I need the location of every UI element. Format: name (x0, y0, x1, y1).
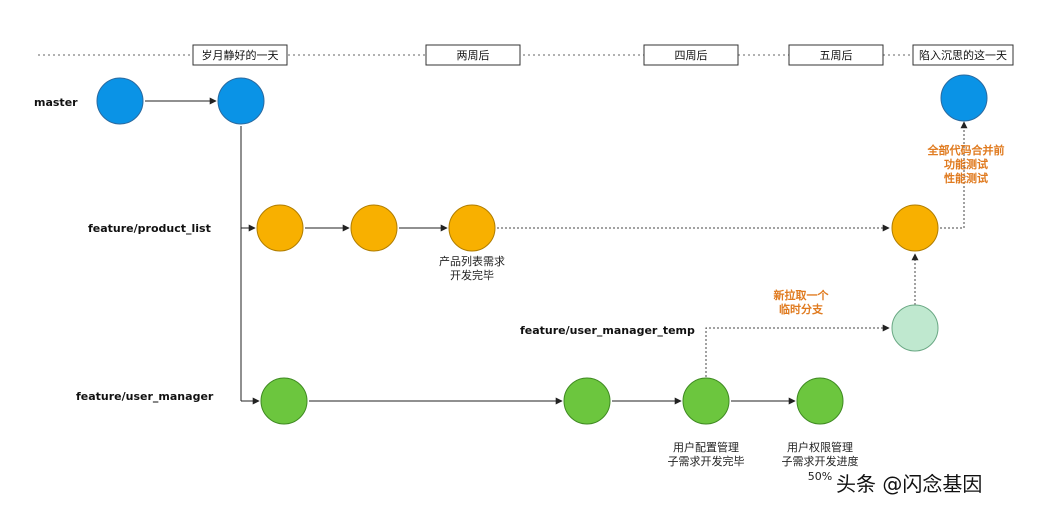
svg-text:新拉取一个: 新拉取一个 (774, 288, 830, 302)
note-permission-progress: 用户权限管理 子需求开发进度 50% (782, 440, 859, 483)
node-product-3 (448, 204, 496, 252)
node-temp (891, 304, 939, 352)
note-product-done: 产品列表需求 开发完毕 (439, 254, 505, 282)
edge-user-3-to-temp (705, 324, 890, 377)
svg-text:功能测试: 功能测试 (944, 157, 988, 171)
timeline-label-5: 陷入沉思的这一天 (912, 44, 1014, 66)
svg-text:两周后: 两周后 (457, 49, 490, 62)
svg-text:子需求开发进度: 子需求开发进度 (782, 454, 859, 468)
timeline-label-4: 五周后 (788, 44, 884, 66)
timeline-label-3: 四周后 (643, 44, 739, 66)
node-master-merged (940, 74, 988, 122)
svg-text:50%: 50% (808, 470, 832, 483)
timeline-label-2: 两周后 (425, 44, 521, 66)
branch-label-master: master (34, 96, 78, 109)
svg-text:岁月静好的一天: 岁月静好的一天 (202, 48, 279, 62)
svg-text:全部代码合并前: 全部代码合并前 (927, 143, 1005, 157)
note-merge-test: 全部代码合并前 功能测试 性能测试 (927, 143, 1005, 185)
timeline-label-1: 岁月静好的一天 (192, 44, 288, 66)
svg-text:子需求开发完毕: 子需求开发完毕 (668, 454, 745, 468)
svg-text:开发完毕: 开发完毕 (450, 268, 494, 282)
svg-text:临时分支: 临时分支 (779, 302, 824, 316)
node-product-1 (256, 204, 304, 252)
node-product-2 (350, 204, 398, 252)
node-user-2 (563, 377, 611, 425)
node-master-1 (96, 77, 144, 125)
node-master-2 (217, 77, 265, 125)
svg-text:四周后: 四周后 (675, 49, 708, 62)
note-config-done: 用户配置管理 子需求开发完毕 (668, 440, 745, 468)
svg-text:产品列表需求: 产品列表需求 (439, 254, 505, 268)
svg-text:陷入沉思的这一天: 陷入沉思的这一天 (919, 48, 1007, 62)
note-temp-branch: 新拉取一个 临时分支 (774, 288, 830, 316)
node-user-1 (260, 377, 308, 425)
node-user-4 (796, 377, 844, 425)
svg-text:性能测试: 性能测试 (944, 171, 988, 185)
svg-text:五周后: 五周后 (820, 49, 853, 62)
svg-text:用户权限管理: 用户权限管理 (787, 440, 853, 454)
node-product-merge (891, 204, 939, 252)
branch-label-user-manager: feature/user_manager (76, 390, 214, 403)
svg-text:用户配置管理: 用户配置管理 (673, 440, 739, 454)
branch-label-user-manager-temp: feature/user_manager_temp (520, 324, 695, 337)
node-user-3 (682, 377, 730, 425)
watermark-text: 头条 @闪念基因 (836, 472, 982, 496)
branch-label-product-list: feature/product_list (88, 222, 211, 235)
edge-product-to-master (940, 121, 968, 229)
